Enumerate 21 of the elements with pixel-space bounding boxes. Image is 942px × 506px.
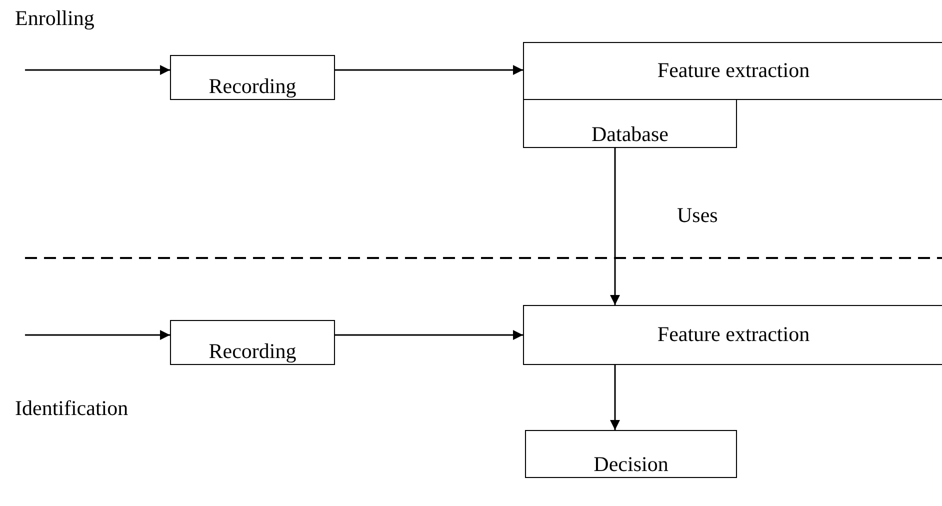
section-label: Identification <box>15 398 128 419</box>
box-label: Decision <box>594 454 668 477</box>
edge-label: Uses <box>677 204 718 226</box>
arrow <box>25 330 170 340</box>
process-box <box>523 42 942 100</box>
process-box <box>525 430 737 478</box>
arrow <box>335 330 523 340</box>
box-label: Recording <box>208 341 296 364</box>
process-box <box>523 305 942 365</box>
arrow <box>610 365 620 430</box>
box-label: Feature extraction <box>657 324 810 346</box>
box-label: Recording <box>208 76 296 99</box>
process-box <box>523 99 737 148</box>
process-box <box>170 320 335 365</box>
arrow <box>335 65 523 75</box>
process-box <box>170 55 335 100</box>
box-label: Database <box>592 124 668 147</box>
arrow <box>610 148 620 305</box>
arrow <box>25 65 170 75</box>
section-label: Enrolling <box>15 8 94 29</box>
box-label: Feature extraction <box>657 60 810 82</box>
